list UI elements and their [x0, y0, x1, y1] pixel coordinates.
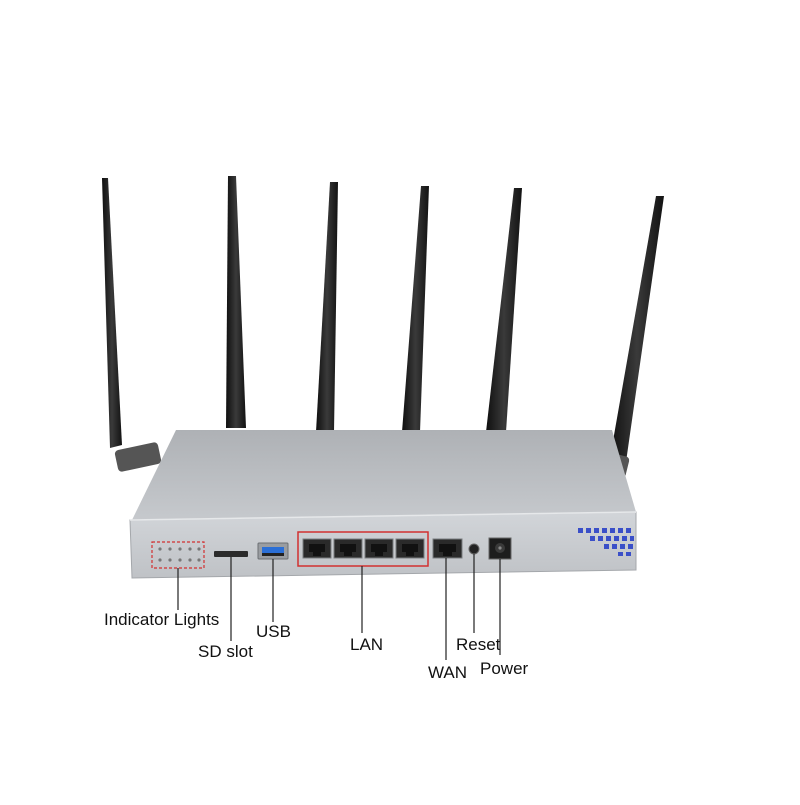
usb-label: USB	[256, 622, 291, 641]
power-label: Power	[480, 659, 529, 678]
ethernet-port-icon	[364, 538, 394, 559]
sd-slot-icon	[214, 551, 248, 557]
chassis-top	[132, 430, 636, 520]
blue-dot-pattern	[578, 528, 634, 556]
antenna-icon	[226, 176, 246, 428]
ethernet-port-icon	[333, 538, 363, 559]
ethernet-port-icon	[302, 538, 332, 559]
antenna-icon	[402, 186, 429, 432]
antenna-icon	[316, 182, 338, 432]
sd-slot-label: SD slot	[198, 642, 253, 661]
lan-label: LAN	[350, 635, 384, 654]
reset-label: Reset	[456, 635, 501, 654]
power-jack-icon	[488, 537, 512, 560]
usb-port-icon	[257, 542, 289, 560]
reset-button-icon	[468, 543, 480, 555]
indicator-lights-label: Indicator Lights	[104, 610, 220, 629]
indicator-lights	[151, 541, 205, 569]
antenna-icon	[102, 178, 122, 448]
antenna-icon	[486, 188, 522, 432]
wan-label: WAN	[428, 663, 468, 682]
antenna-hinge	[114, 442, 162, 472]
antenna-icon	[610, 196, 664, 462]
lan-port-group-outline	[297, 531, 429, 567]
callout-lines	[177, 554, 501, 660]
ethernet-port-icon	[432, 538, 463, 559]
lan-ports	[302, 538, 425, 559]
ethernet-port-icon	[395, 538, 425, 559]
